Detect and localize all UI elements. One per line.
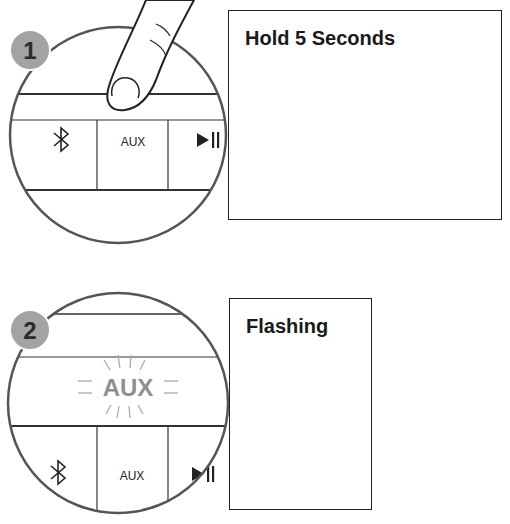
flash-rays [78, 355, 178, 418]
step-badge [10, 310, 50, 350]
instruction-text: Flashing [246, 315, 357, 338]
callout-number: 2 [23, 319, 36, 343]
callout-number: 1 [23, 39, 36, 63]
instruction-box: Flashing [229, 298, 372, 510]
flashing-button-label: AUX [103, 376, 154, 400]
button-label: AUX [121, 136, 146, 148]
magnified-panel [0, 293, 240, 520]
instruction-box: Hold 5 Seconds [228, 10, 502, 220]
button-label: AUX [120, 470, 145, 482]
bluetooth-symbol [54, 128, 68, 151]
finger [107, 0, 194, 110]
play-pause-symbol [197, 132, 219, 148]
step-badge [10, 30, 50, 70]
instruction-text: Hold 5 Seconds [245, 27, 487, 50]
magnified-panel [0, 0, 240, 243]
bluetooth-symbol [51, 461, 65, 484]
